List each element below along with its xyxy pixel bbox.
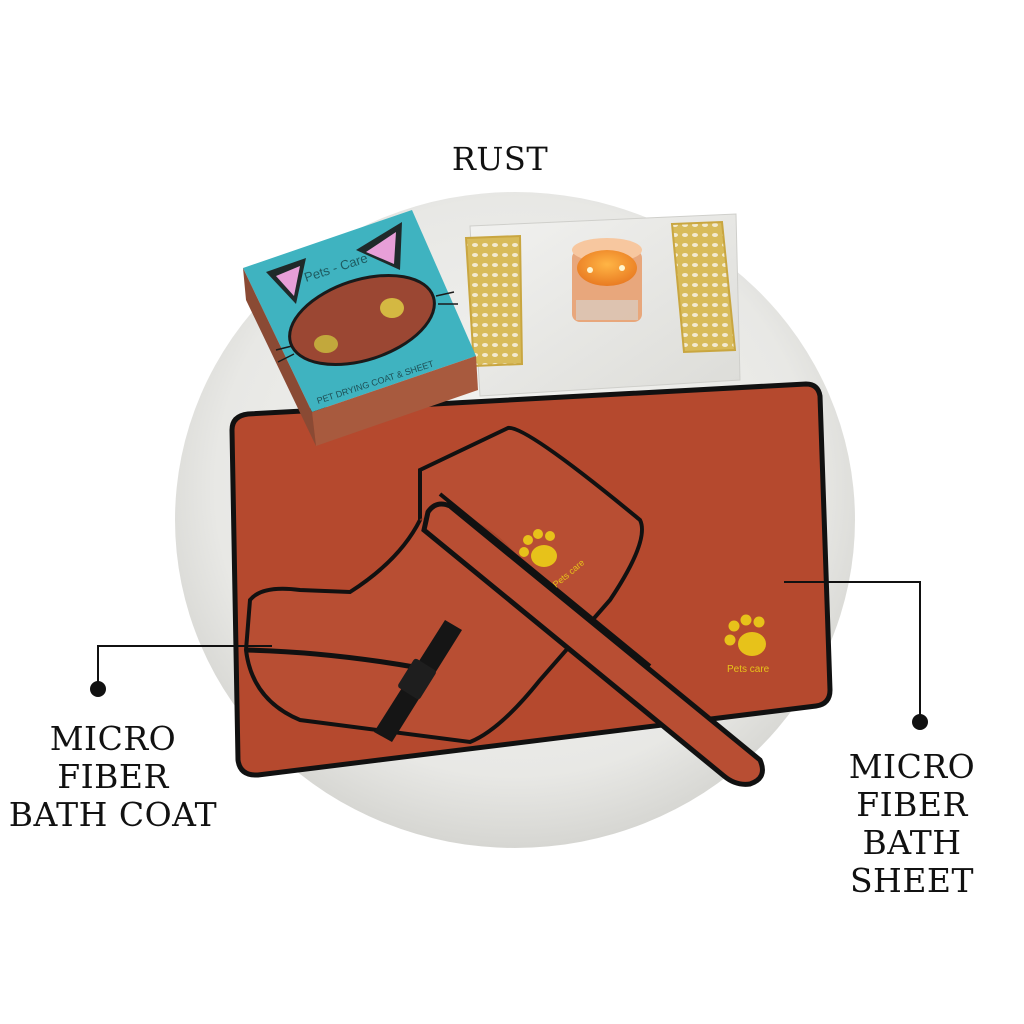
buckle-icon	[374, 620, 462, 742]
gift-box: Pets - Care PET DRYING COAT & SHEET	[243, 210, 478, 446]
callout-coat-line	[90, 645, 272, 697]
color-title: RUST	[451, 140, 549, 178]
bath-coat-label-line1: MICRO FIBER	[49, 719, 177, 796]
gold-handle-right	[670, 220, 737, 354]
marble-tray	[464, 213, 741, 397]
bath-sheet-label: MICRO FIBER BATH SHEET	[800, 748, 1024, 900]
bath-sheet-label-line2: BATH SHEET	[849, 823, 975, 900]
bath-coat-label-line2: BATH COAT	[8, 795, 218, 834]
bath-sheet-label-line1: MICRO FIBER	[848, 747, 976, 824]
candle	[572, 238, 642, 322]
bath-coat	[243, 425, 644, 745]
coat-strap	[421, 501, 765, 787]
embroidery-text: Pets care	[727, 664, 770, 675]
paw-print-icon	[519, 529, 557, 567]
callout-sheet-line	[784, 581, 928, 730]
bath-coat-label: MICRO FIBER BATH COAT	[0, 720, 226, 834]
paw-print-icon	[724, 614, 766, 656]
gold-handle-left	[464, 234, 524, 368]
